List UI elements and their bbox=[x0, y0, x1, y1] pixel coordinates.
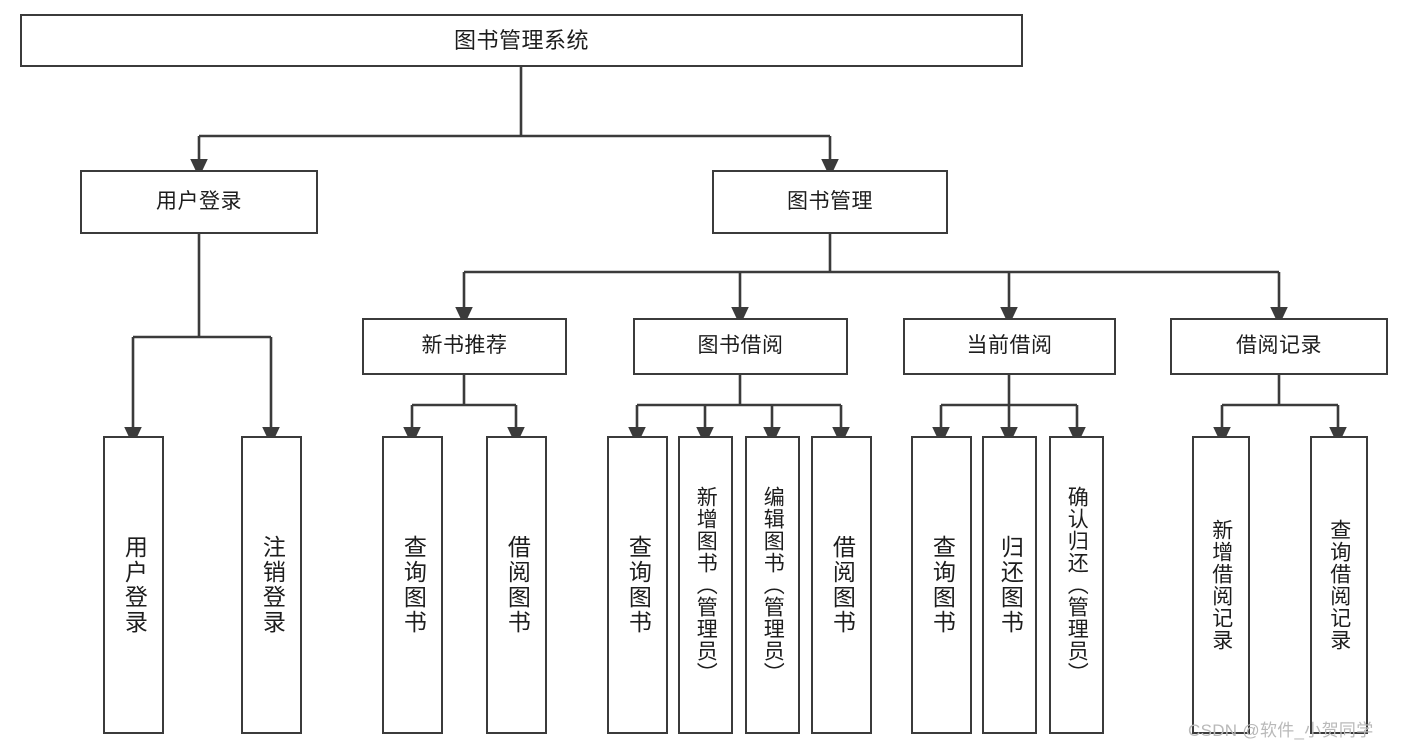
node-root-system[interactable]: 图书管理系统 bbox=[20, 14, 1023, 67]
node-label: 借阅图书 bbox=[829, 535, 856, 635]
csdn-watermark: CSDN @软件_小贺同学 bbox=[1188, 721, 1374, 740]
node-book-borrow[interactable]: 图书借阅 bbox=[633, 318, 848, 375]
node-new-book-recommend[interactable]: 新书推荐 bbox=[362, 318, 567, 375]
node-label: 图书管理系统 bbox=[453, 27, 589, 53]
node-user-login[interactable]: 用户登录 bbox=[80, 170, 318, 234]
node-label: 图书管理 bbox=[787, 189, 873, 213]
node-label: 编辑图书（管理员） bbox=[761, 486, 785, 684]
leaf-borrow-query-book[interactable]: 查询图书 bbox=[607, 436, 668, 734]
leaf-borrow-book[interactable]: 借阅图书 bbox=[811, 436, 872, 734]
node-label: 归还图书 bbox=[997, 535, 1024, 635]
node-label: 确认归还（管理员） bbox=[1065, 486, 1089, 684]
node-label: 查询图书 bbox=[400, 535, 427, 635]
node-label: 借阅图书 bbox=[504, 535, 531, 635]
node-label: 查询图书 bbox=[929, 535, 956, 635]
leaf-logout[interactable]: 注销登录 bbox=[241, 436, 302, 734]
leaf-new-book-query[interactable]: 查询图书 bbox=[382, 436, 443, 734]
node-label: 注销登录 bbox=[259, 535, 286, 635]
leaf-query-borrow-record[interactable]: 查询借阅记录 bbox=[1310, 436, 1368, 734]
node-label: 用户登录 bbox=[156, 189, 242, 213]
node-label: 当前借阅 bbox=[966, 334, 1053, 358]
node-label: 查询图书 bbox=[625, 535, 652, 635]
leaf-edit-book-admin[interactable]: 编辑图书（管理员） bbox=[745, 436, 800, 734]
node-label: 新增借阅记录 bbox=[1209, 519, 1233, 651]
node-borrow-record[interactable]: 借阅记录 bbox=[1170, 318, 1388, 375]
node-current-borrow[interactable]: 当前借阅 bbox=[903, 318, 1116, 375]
leaf-add-borrow-record[interactable]: 新增借阅记录 bbox=[1192, 436, 1250, 734]
node-label: 新书推荐 bbox=[421, 334, 508, 358]
node-label: 借阅记录 bbox=[1236, 334, 1322, 358]
node-label: 用户登录 bbox=[121, 535, 148, 635]
leaf-current-query-book[interactable]: 查询图书 bbox=[911, 436, 972, 734]
node-label: 图书借阅 bbox=[697, 334, 784, 358]
leaf-return-book[interactable]: 归还图书 bbox=[982, 436, 1037, 734]
leaf-new-book-borrow[interactable]: 借阅图书 bbox=[486, 436, 547, 734]
leaf-confirm-return-admin[interactable]: 确认归还（管理员） bbox=[1049, 436, 1104, 734]
node-label: 新增图书（管理员） bbox=[694, 486, 718, 684]
node-book-management[interactable]: 图书管理 bbox=[712, 170, 948, 234]
leaf-user-login[interactable]: 用户登录 bbox=[103, 436, 164, 734]
leaf-add-book-admin[interactable]: 新增图书（管理员） bbox=[678, 436, 733, 734]
node-label: 查询借阅记录 bbox=[1327, 519, 1351, 651]
